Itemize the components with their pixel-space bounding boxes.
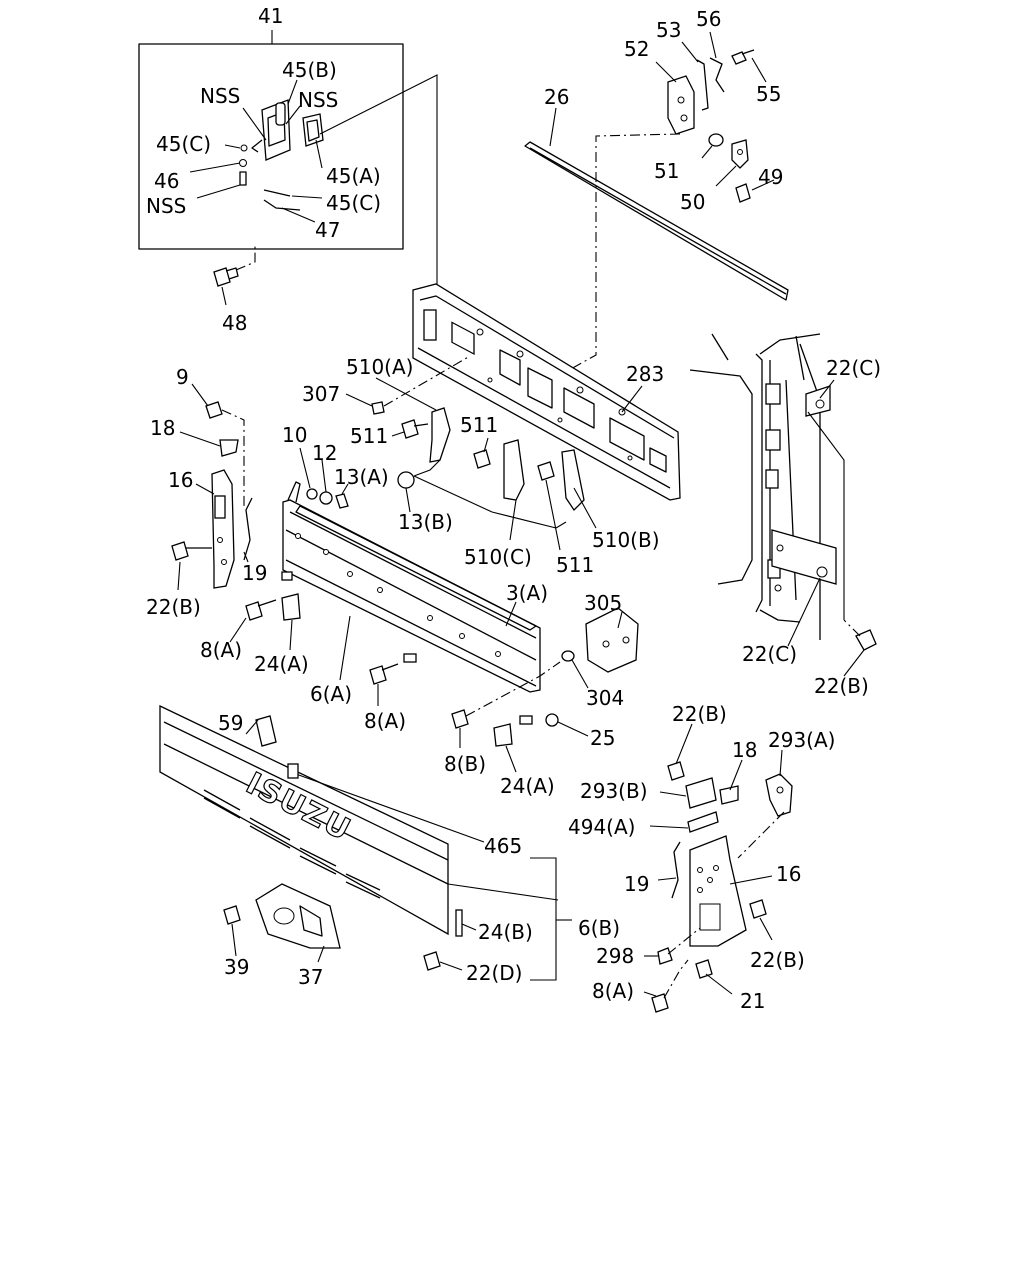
label-9: 9 [176, 365, 189, 389]
label-510b: 510(B) [592, 528, 660, 552]
label-26: 26 [544, 85, 569, 109]
label-3a: 3(A) [506, 581, 548, 605]
label-13a: 13(A) [334, 465, 389, 489]
label-8a: 8(A) [592, 979, 634, 1003]
label-22b: 22(B) [672, 702, 727, 726]
label-304: 304 [586, 686, 624, 710]
label-24b: 24(B) [478, 920, 533, 944]
label-25: 25 [590, 726, 615, 750]
label-55: 55 [756, 82, 781, 106]
label-6b: 6(B) [578, 916, 620, 940]
label-45c: 45(C) [156, 132, 211, 156]
label-19: 19 [624, 872, 649, 896]
label-nss: NSS [298, 88, 338, 112]
label-48: 48 [222, 311, 247, 335]
hinge-parts [559, 31, 775, 376]
label-511: 511 [350, 424, 388, 448]
label-510c: 510(C) [464, 545, 532, 569]
label-465: 465 [484, 834, 522, 858]
label-22b: 22(B) [146, 595, 201, 619]
label-22d: 22(D) [466, 961, 522, 985]
label-37: 37 [298, 965, 323, 989]
label-59: 59 [218, 711, 243, 735]
label-19: 19 [242, 561, 267, 585]
callout-labels: 41 45(B) NSS NSS 45(C) 46 NSS 45(A) 45(C… [146, 4, 881, 1013]
label-16: 16 [168, 468, 193, 492]
label-511: 511 [460, 413, 498, 437]
bracket-37 [223, 883, 341, 963]
label-283: 283 [626, 362, 664, 386]
fasteners-lower [229, 593, 639, 773]
label-nss: NSS [146, 194, 186, 218]
right-hinge-16 [643, 723, 793, 1013]
label-nss: NSS [200, 84, 240, 108]
label-53: 53 [656, 18, 681, 42]
label-47: 47 [315, 218, 340, 242]
inset-box-41 [138, 30, 404, 250]
left-hinge-16 [171, 383, 253, 591]
label-298: 298 [596, 944, 634, 968]
label-8b: 8(B) [444, 752, 486, 776]
label-18: 18 [732, 738, 757, 762]
door-pillar [689, 333, 877, 677]
label-8a: 8(A) [200, 638, 242, 662]
label-16: 16 [776, 862, 801, 886]
bolt-48 [213, 245, 256, 306]
label-6a: 6(A) [310, 682, 352, 706]
label-18: 18 [150, 416, 175, 440]
label-10: 10 [282, 423, 307, 447]
label-41: 41 [258, 4, 283, 28]
label-45a: 45(A) [326, 164, 381, 188]
label-293b: 293(B) [580, 779, 648, 803]
label-50: 50 [680, 190, 705, 214]
label-511: 511 [556, 553, 594, 577]
label-24a: 24(A) [500, 774, 555, 798]
label-22c: 22(C) [826, 356, 881, 380]
label-56: 56 [696, 7, 721, 31]
label-22b: 22(B) [814, 674, 869, 698]
label-22c: 22(C) [742, 642, 797, 666]
label-13b: 13(B) [398, 510, 453, 534]
label-494a: 494(A) [568, 815, 635, 839]
label-21: 21 [740, 989, 765, 1013]
lower-panel-6a [281, 481, 541, 725]
label-52: 52 [624, 37, 649, 61]
label-8a: 8(A) [364, 709, 406, 733]
label-45b: 45(B) [282, 58, 337, 82]
label-49: 49 [758, 165, 783, 189]
brackets-510 [299, 355, 597, 551]
label-307: 307 [302, 382, 340, 406]
label-51: 51 [654, 159, 679, 183]
label-22b: 22(B) [750, 948, 805, 972]
weatherstrip-26 [524, 107, 789, 301]
label-293a: 293(A) [768, 728, 835, 752]
label-12: 12 [312, 441, 337, 465]
label-46: 46 [154, 169, 179, 193]
label-24a: 24(A) [254, 652, 309, 676]
label-39: 39 [224, 955, 249, 979]
upper-panel-283 [412, 283, 681, 501]
label-45c: 45(C) [326, 191, 381, 215]
label-305: 305 [584, 591, 622, 615]
label-510a: 510(A) [346, 355, 413, 379]
